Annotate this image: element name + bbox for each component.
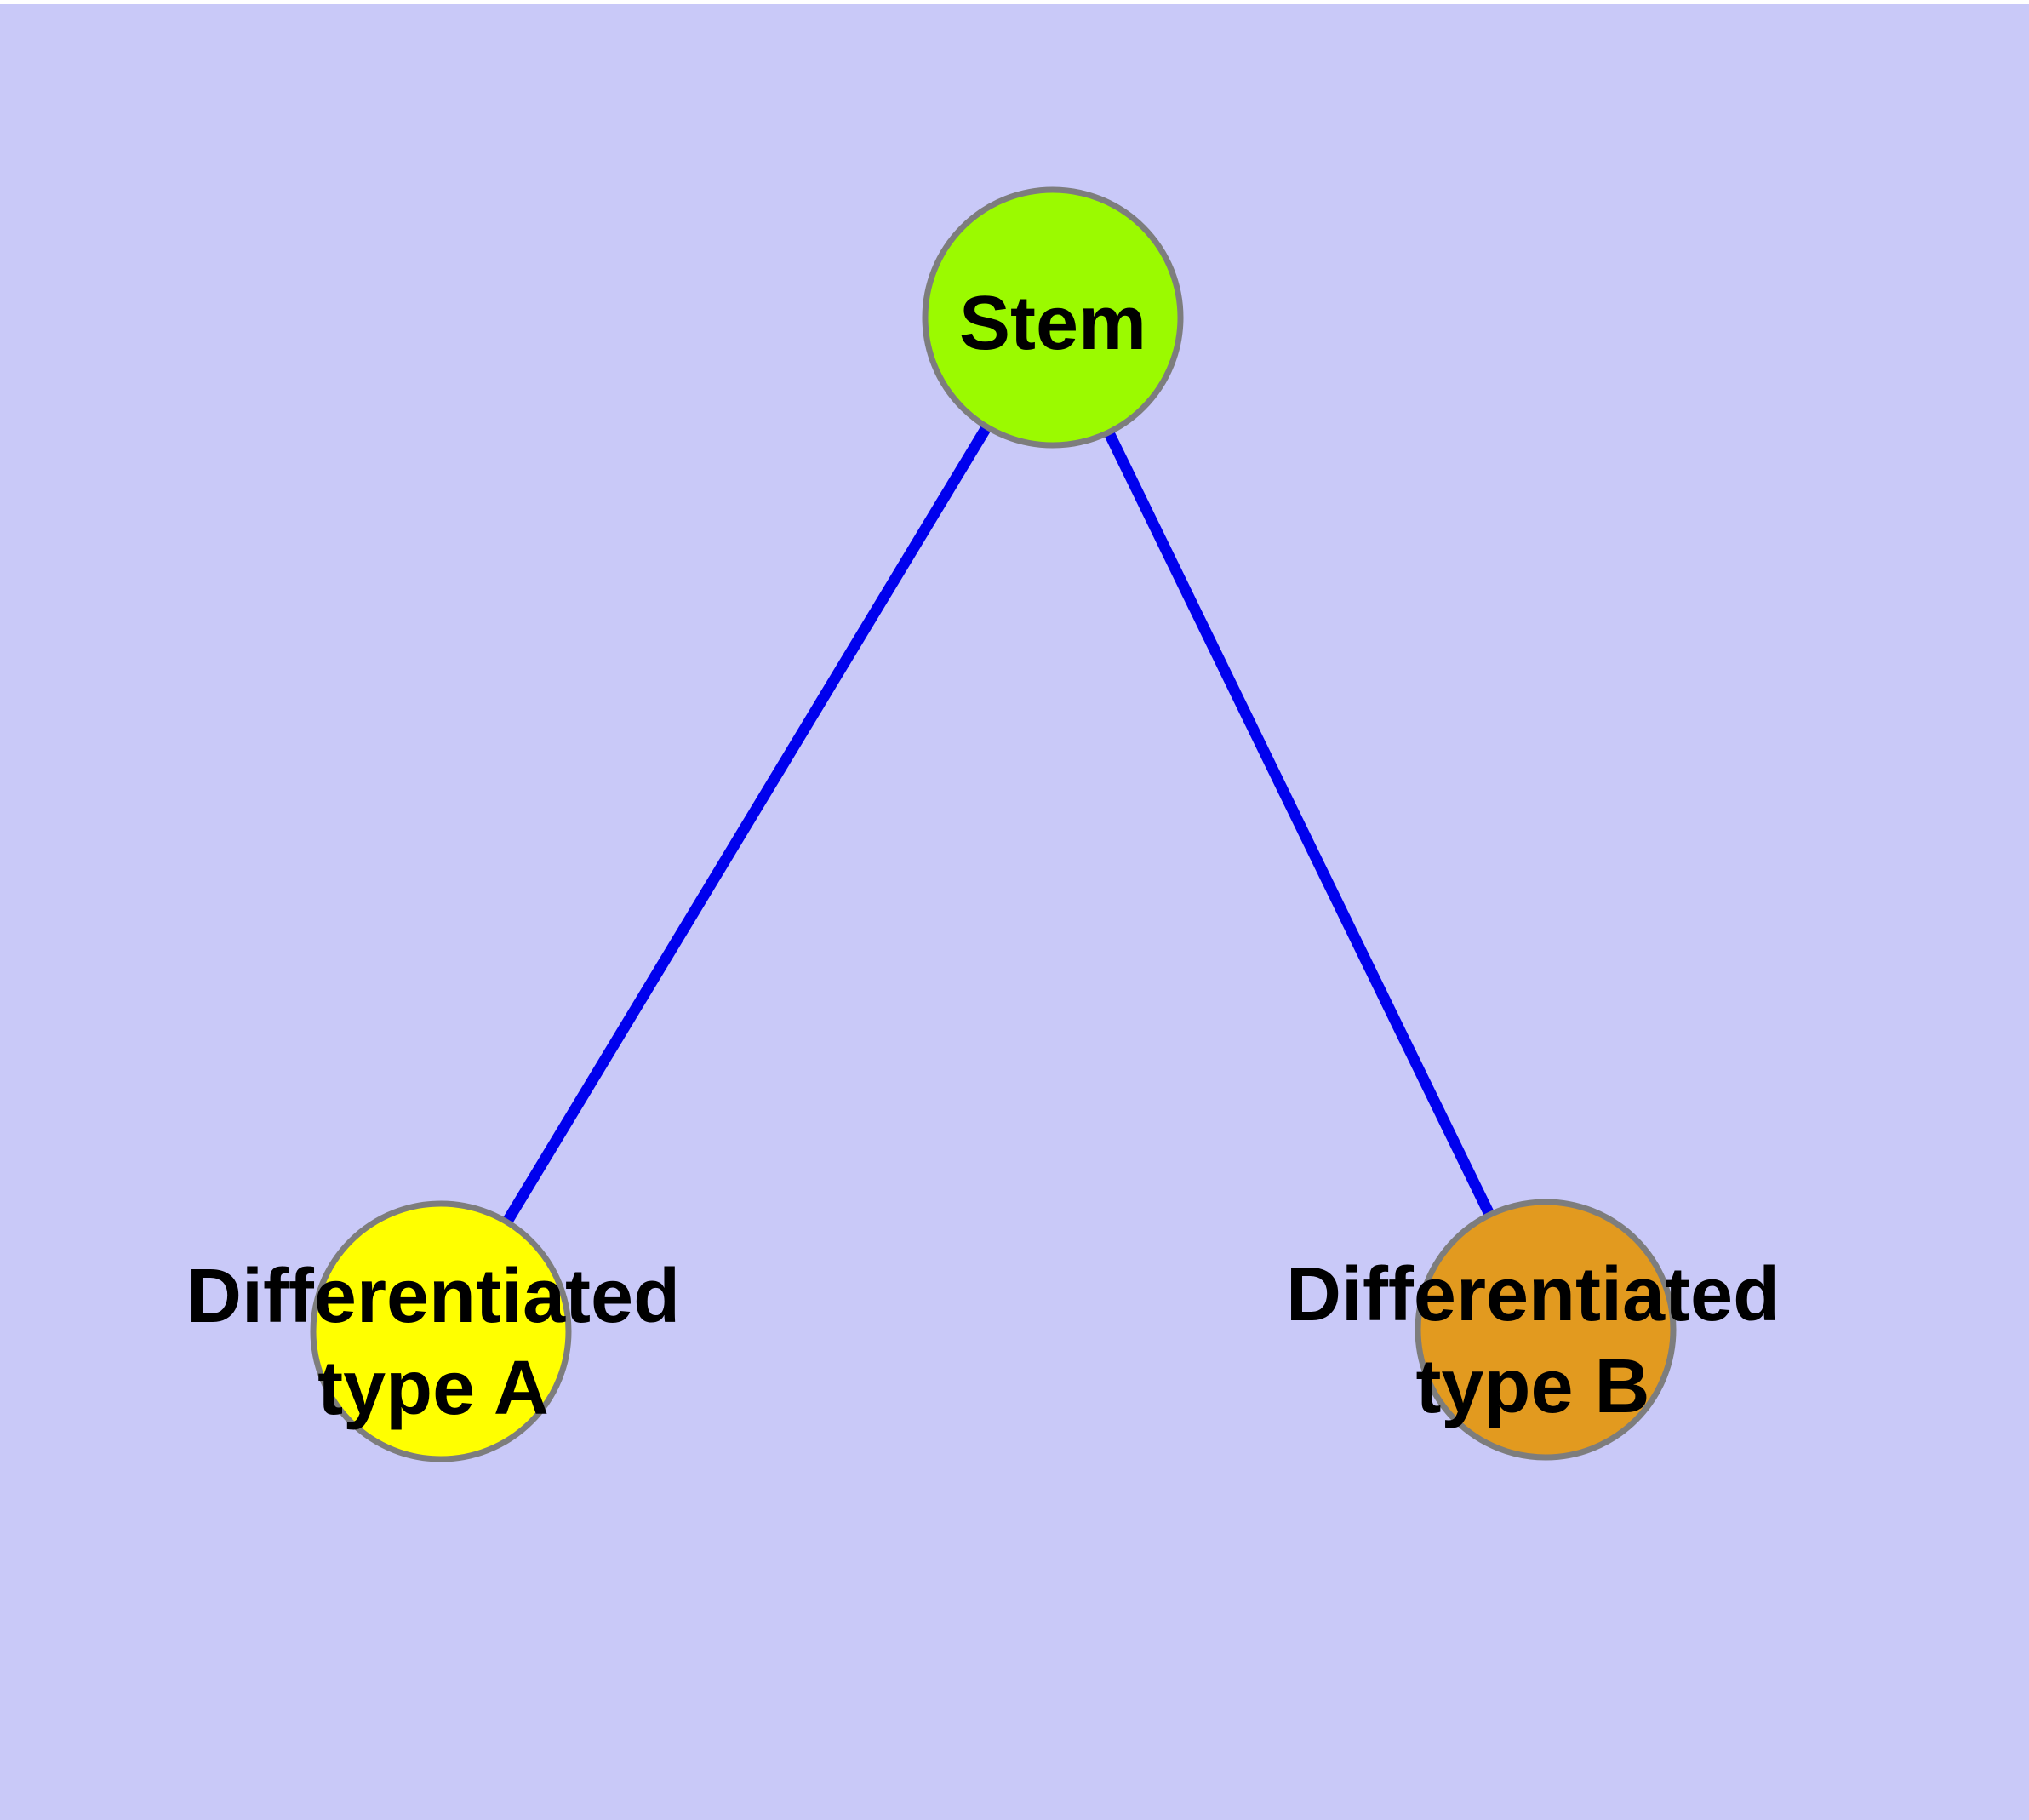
edge-stem-to-type-b [1048,315,1551,1332]
top-margin-strip [0,0,2029,4]
edge-stem-to-type-a [436,314,1058,1335]
node-differentiated-type-a-circle [310,1200,572,1462]
node-stem-circle [922,186,1184,449]
node-differentiated-type-b-circle [1415,1199,1677,1461]
